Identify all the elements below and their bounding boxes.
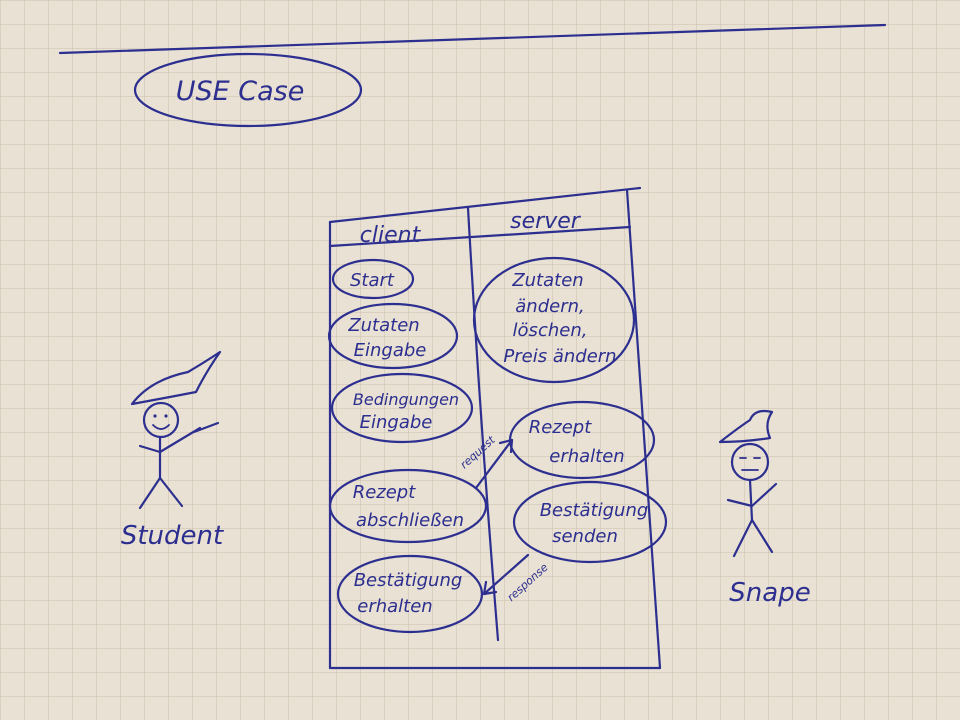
- svg-text:Start: Start: [350, 270, 395, 291]
- lane-divider: [466, 206, 500, 642]
- actor-label-snape: Snape: [729, 578, 810, 608]
- lane-label-server: server: [510, 209, 582, 234]
- usecase-bedingungen-eingabe: Bedingungen Eingabe: [330, 372, 474, 444]
- svg-text:Bestätigung: Bestätigung: [540, 500, 649, 521]
- svg-text:Preis ändern: Preis ändern: [503, 346, 616, 367]
- usecase-bestaetigung-erhalten: Bestätigung erhalten: [336, 554, 484, 634]
- svg-text:erhalten: erhalten: [549, 446, 624, 467]
- title-ellipse: [133, 52, 363, 128]
- usecase-rezept-erhalten: Rezept erhalten: [508, 400, 656, 480]
- svg-text:Bestätigung: Bestätigung: [354, 570, 463, 591]
- usecase-start: Start: [331, 258, 415, 300]
- svg-text:löschen,: löschen,: [513, 320, 588, 341]
- svg-text:Rezept: Rezept: [353, 482, 417, 503]
- svg-text:abschließen: abschließen: [356, 510, 464, 531]
- svg-text:Eingabe: Eingabe: [354, 340, 427, 361]
- svg-text:senden: senden: [552, 526, 618, 547]
- snape-actor: [718, 409, 778, 558]
- student-actor: [130, 350, 222, 510]
- lane-label-client: client: [360, 223, 422, 248]
- svg-text:Rezept: Rezept: [529, 417, 593, 438]
- response-arrow: [482, 553, 530, 596]
- wizard-hat-icon: [718, 409, 774, 444]
- svg-text:Zutaten: Zutaten: [511, 270, 583, 291]
- system-boundary: [328, 186, 662, 670]
- usecase-rezept-abschliessen: Rezept abschließen: [328, 468, 488, 544]
- request-arrow: [474, 438, 514, 490]
- wand-icon: [192, 421, 220, 434]
- svg-text:Bedingungen: Bedingungen: [353, 390, 459, 409]
- diagram-title: USE Case: [176, 76, 305, 107]
- svg-text:Eingabe: Eingabe: [360, 412, 433, 433]
- usecase-bestaetigung-senden: Bestätigung senden: [512, 480, 668, 564]
- usecase-zutaten-aendern: Zutaten ändern, löschen, Preis ändern: [472, 256, 636, 384]
- svg-text:erhalten: erhalten: [357, 596, 432, 617]
- usecase-zutaten-eingabe: Zutaten Eingabe: [327, 302, 459, 370]
- actor-label-student: Student: [121, 521, 224, 551]
- svg-text:Zutaten: Zutaten: [347, 315, 419, 336]
- header-rule-line: [58, 23, 887, 55]
- svg-text:ändern,: ändern,: [515, 296, 584, 317]
- wizard-hat-icon: [130, 350, 222, 406]
